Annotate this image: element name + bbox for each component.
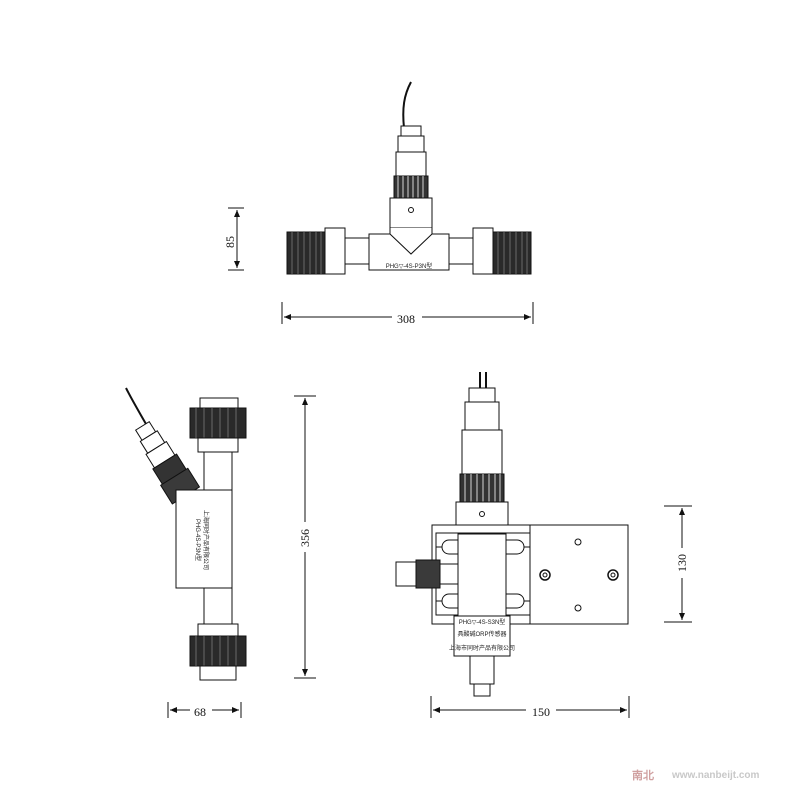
front-view	[395, 372, 629, 697]
side-center-body	[175, 489, 233, 589]
watermark-url: www.nanbeijt.com	[671, 770, 760, 781]
side-model-label: PHG-4S-P3N型	[194, 519, 202, 561]
top-view	[286, 81, 532, 275]
front-knurled-nut	[459, 473, 505, 503]
side-maker-label: 上海同时产品有限公司	[202, 510, 210, 570]
front-name-label: 具酸碱ORP传感器	[457, 630, 506, 638]
side-height-value: 356	[298, 529, 312, 547]
front-model-label: PHG▽-4S-S3N型	[459, 618, 506, 626]
watermark-brand: 南北	[632, 768, 654, 782]
front-label-plate	[453, 615, 511, 657]
side-width-value: 68	[194, 705, 206, 719]
side-lower-union	[189, 635, 247, 667]
top-cable	[402, 81, 412, 129]
top-right-union	[492, 231, 532, 275]
front-body	[457, 533, 507, 617]
top-width-value: 308	[397, 312, 415, 326]
top-height-dimension	[228, 207, 244, 271]
side-upper-union	[189, 407, 247, 439]
front-maker-label: 上海市同时产品有限公司	[449, 644, 515, 652]
top-height-value: 85	[223, 236, 237, 248]
side-cable	[125, 387, 147, 425]
side-view	[125, 387, 247, 681]
top-left-union	[286, 231, 326, 275]
front-width-value: 150	[532, 705, 550, 719]
top-model-label: PHG▽-4S-P3N型	[386, 262, 433, 270]
front-height-value: 130	[675, 554, 689, 572]
